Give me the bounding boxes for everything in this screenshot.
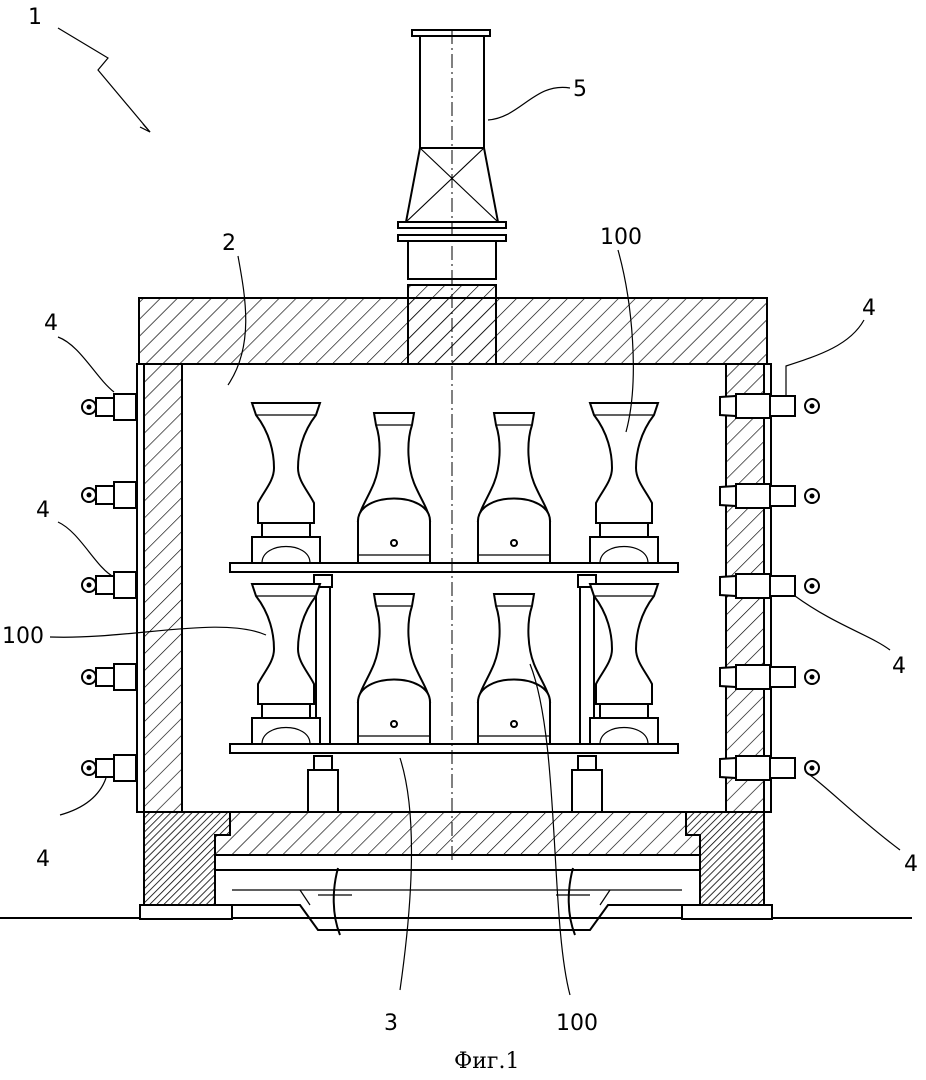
label-nozzle-2: 4 [862, 296, 876, 321]
leader-lines [49, 27, 901, 996]
left-cladding [136, 363, 145, 813]
left-nozzles [81, 393, 137, 782]
label-assembly: 1 [28, 5, 42, 30]
label-nozzle-6: 4 [904, 852, 918, 877]
label-exhaust: 5 [573, 77, 587, 102]
label-item-top: 100 [600, 225, 642, 250]
upper-items [251, 402, 659, 564]
lower-items [251, 583, 659, 745]
label-nozzle-4: 4 [892, 654, 906, 679]
label-nozzle-5: 4 [36, 847, 50, 872]
label-nozzle-1: 4 [44, 311, 58, 336]
label-chamber: 2 [222, 231, 236, 256]
left-wall [143, 363, 183, 813]
label-nozzle-3: 4 [36, 498, 50, 523]
furnace-base [139, 811, 773, 936]
label-item-left: 100 [2, 624, 44, 649]
figure-caption: Фиг.1 [454, 1049, 519, 1074]
label-rack: 3 [384, 1011, 398, 1036]
label-item-bottom: 100 [556, 1011, 598, 1036]
